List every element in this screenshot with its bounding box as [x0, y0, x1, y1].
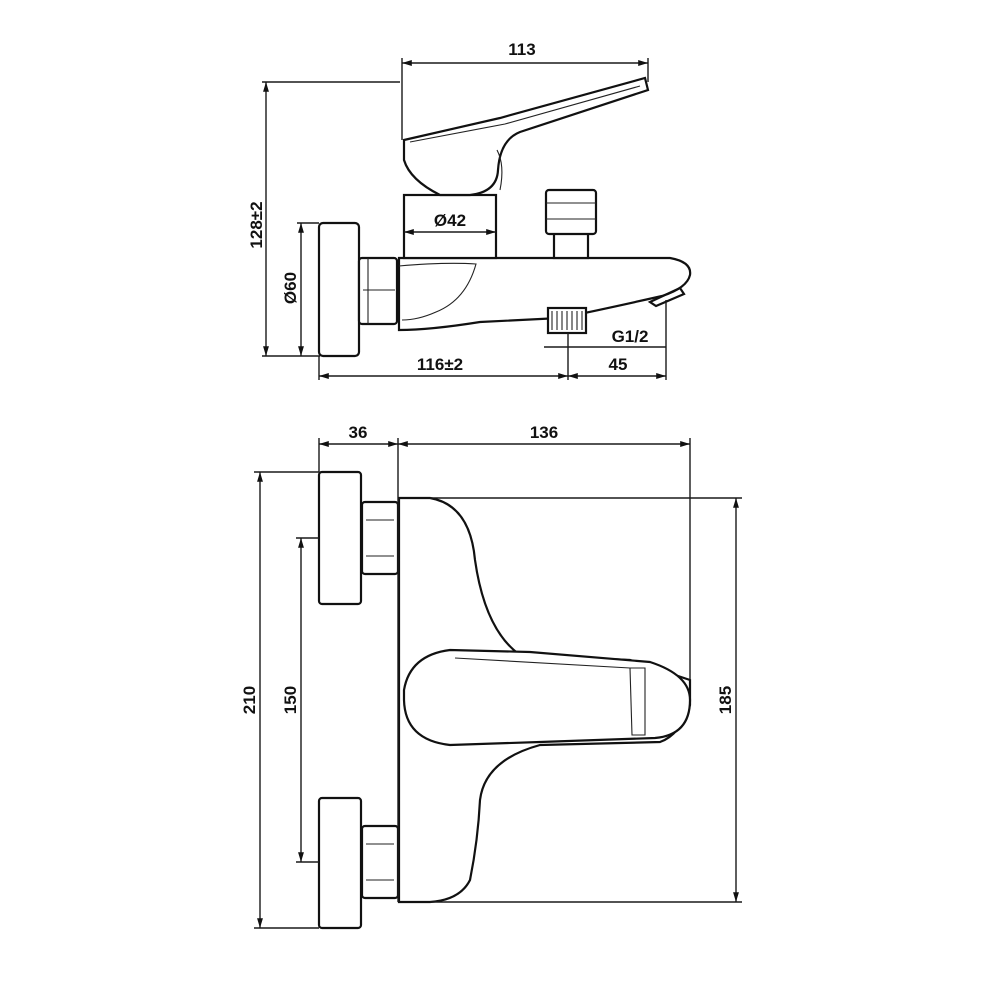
dim-centers: 150 [281, 686, 300, 714]
spout-body [397, 256, 692, 332]
front-view: 36 136 210 150 185 [240, 423, 742, 930]
dim-outlet-offset: 45 [609, 355, 628, 374]
dim-body-diameter: Ø42 [434, 211, 466, 230]
dim-spout-distance: 116±2 [417, 355, 463, 374]
dim-total-width: 210 [240, 686, 259, 714]
dim-thread: G1/2 [612, 327, 649, 346]
dim-flange-depth: 36 [349, 423, 368, 442]
dim-flange-diameter: Ø60 [281, 272, 300, 304]
aerator-outlet [647, 286, 686, 308]
dim-body-width: 185 [716, 686, 735, 714]
dim-lever-length: 113 [508, 40, 535, 59]
lower-nut [360, 824, 400, 900]
lever-top [402, 648, 692, 747]
upper-nut [360, 500, 400, 576]
dim-height: 128±2 [247, 201, 266, 248]
lever-handle [402, 76, 650, 197]
dim-body-length: 136 [530, 423, 558, 442]
connector-nut [357, 256, 399, 326]
side-view: 113 128±2 Ø42 Ø60 116±2 45 G1/2 [247, 40, 692, 380]
wall-flange [317, 221, 361, 358]
upper-flange [317, 470, 363, 606]
diverter-knob [544, 188, 598, 260]
lower-flange [317, 796, 363, 930]
